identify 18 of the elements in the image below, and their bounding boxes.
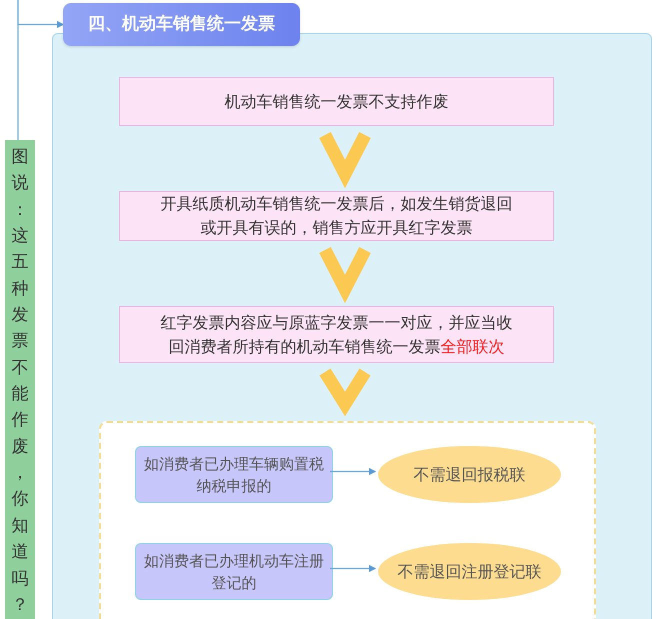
- chevron-arrow: [319, 368, 371, 416]
- condition-box: 如消费者已办理车辆购置税纳税申报的: [135, 446, 333, 503]
- panel-background: [52, 33, 652, 619]
- title-box: 四、机动车销售统一发票: [63, 3, 300, 46]
- process-box: [119, 306, 554, 363]
- result-ellipse: 不需退回注册登记联: [378, 543, 561, 600]
- result-ellipse: 不需退回报税联: [378, 446, 561, 503]
- process-box: 机动车销售统一发票不支持作废: [119, 77, 554, 126]
- box-text: 红字发票内容应与原蓝字发票一一对应，并应当收回消费者所持有的机动车销售统一发票全部联次: [160, 312, 513, 358]
- side-banner: [5, 140, 35, 619]
- chevron-arrow: [319, 247, 371, 304]
- connector-arrow: [330, 564, 376, 572]
- chevron-arrow: [319, 132, 371, 188]
- vertical-caption: 图说：这五种发票不能作废，你知道吗？: [12, 146, 28, 617]
- process-box: 开具纸质机动车销售统一发票后，如发生销货退回或开具有误的，销售方应开具红字发票: [119, 191, 554, 241]
- connector-arrow: [330, 468, 376, 476]
- dashed-group-box: [99, 421, 596, 619]
- condition-box: 如消费者已办理机动车注册登记的: [135, 543, 333, 600]
